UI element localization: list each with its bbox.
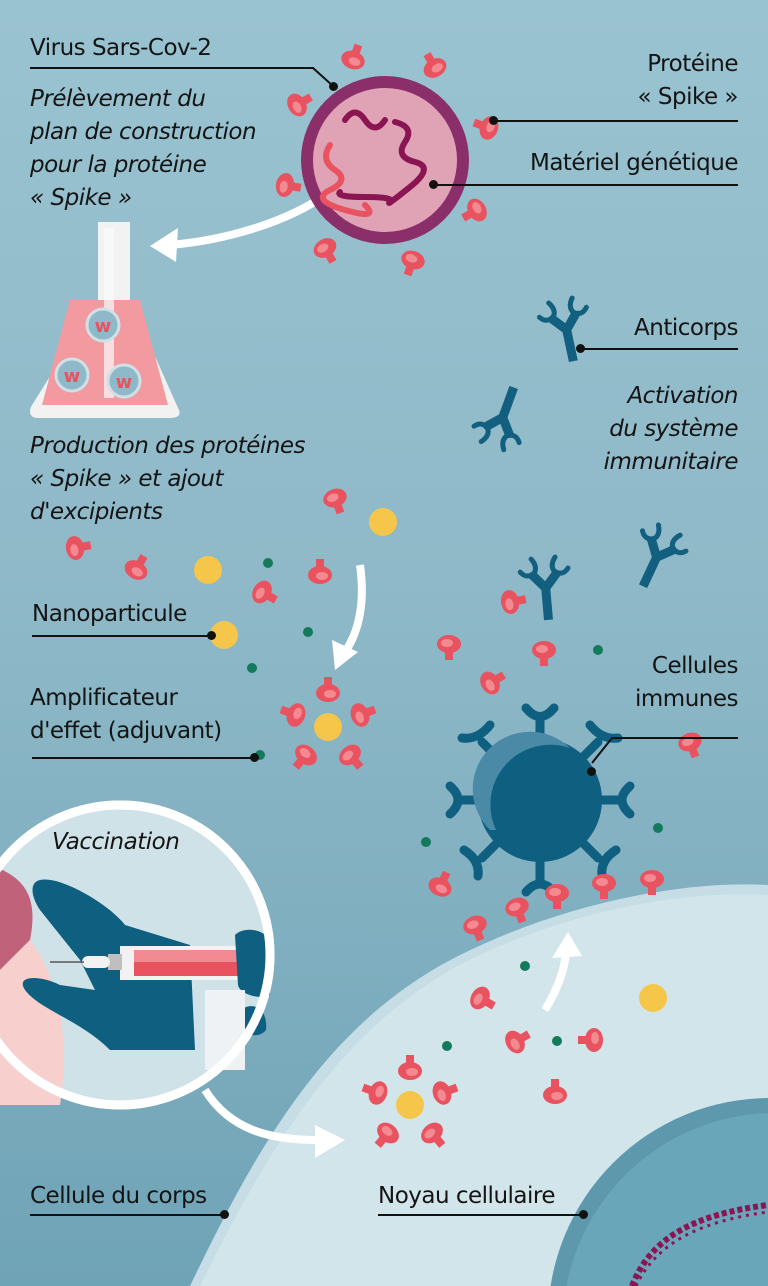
svg-text:w: w	[116, 372, 133, 393]
nanoparticles	[194, 508, 667, 1012]
svg-text:w: w	[64, 366, 81, 387]
leader-line-genetic	[433, 184, 738, 186]
label-production-1: Production des protéines	[30, 433, 306, 459]
nanoparticle-complex-in-cell	[358, 1055, 462, 1153]
leader-line-body-cell	[30, 1214, 225, 1216]
label-nanoparticle: Nanoparticule	[32, 601, 187, 627]
label-body-cell: Cellule du corps	[30, 1183, 207, 1209]
leader-dot-genetic	[429, 180, 438, 189]
label-adjuvant-2: d'effet (adjuvant)	[30, 718, 222, 744]
virus-illustration	[274, 40, 502, 280]
label-production-3: d'excipients	[30, 499, 163, 525]
leader-dot-nucleus	[579, 1210, 588, 1219]
leader-dot-body-cell	[220, 1210, 229, 1219]
label-extraction-4: « Spike »	[30, 185, 132, 211]
label-immune-cells-1: Cellules	[651, 653, 739, 679]
flask-illustration: w w w	[30, 222, 180, 418]
leader-line-virus	[30, 67, 314, 69]
leader-dot-nanoparticle	[207, 631, 216, 640]
immune-cell-illustration	[445, 703, 635, 897]
leader-line-nucleus	[378, 1214, 583, 1216]
label-production-2: « Spike » et ajout	[30, 466, 224, 492]
arrows	[150, 191, 582, 1158]
leader-dot-spike	[489, 116, 498, 125]
arrow-virus-to-flask	[169, 191, 328, 249]
arrow-vaccination-to-cell	[201, 1087, 319, 1144]
leader-line-spike	[493, 120, 738, 122]
leader-line-adjuvant	[32, 757, 254, 759]
label-virus: Virus Sars-Cov-2	[30, 35, 212, 61]
nucleus-shape	[550, 1098, 768, 1286]
label-immune-cells-2: immunes	[635, 686, 739, 712]
leader-line-nanoparticle	[32, 635, 212, 637]
label-antibodies: Anticorps	[634, 315, 738, 341]
leader-dot-adjuvant	[250, 753, 259, 762]
vaccination-circle	[0, 800, 275, 1110]
arrow-to-adjuvant	[341, 564, 366, 655]
leader-dot-immune	[587, 767, 596, 776]
label-nucleus: Noyau cellulaire	[378, 1183, 556, 1209]
label-extraction-1: Prélèvement du	[30, 86, 206, 112]
label-extraction-2: plan de construction	[30, 119, 257, 145]
leader-line-antibodies	[580, 348, 738, 350]
adjuvant-nanoparticle-complex	[276, 677, 380, 775]
label-genetic-material: Matériel génétique	[529, 150, 739, 176]
label-spike-protein-2: « Spike »	[637, 84, 738, 110]
label-adjuvant-1: Amplificateur	[30, 685, 178, 711]
label-spike-protein-1: Protéine	[647, 51, 738, 77]
label-activation-3: immunitaire	[603, 449, 739, 475]
label-activation-1: Activation	[627, 383, 738, 409]
label-vaccination: Vaccination	[52, 829, 180, 855]
label-activation-2: du système	[609, 416, 738, 442]
svg-text:w: w	[95, 316, 112, 337]
label-extraction-3: pour la protéine	[30, 152, 207, 178]
leader-dot-virus	[329, 82, 338, 91]
leader-dot-antibodies	[576, 344, 585, 353]
